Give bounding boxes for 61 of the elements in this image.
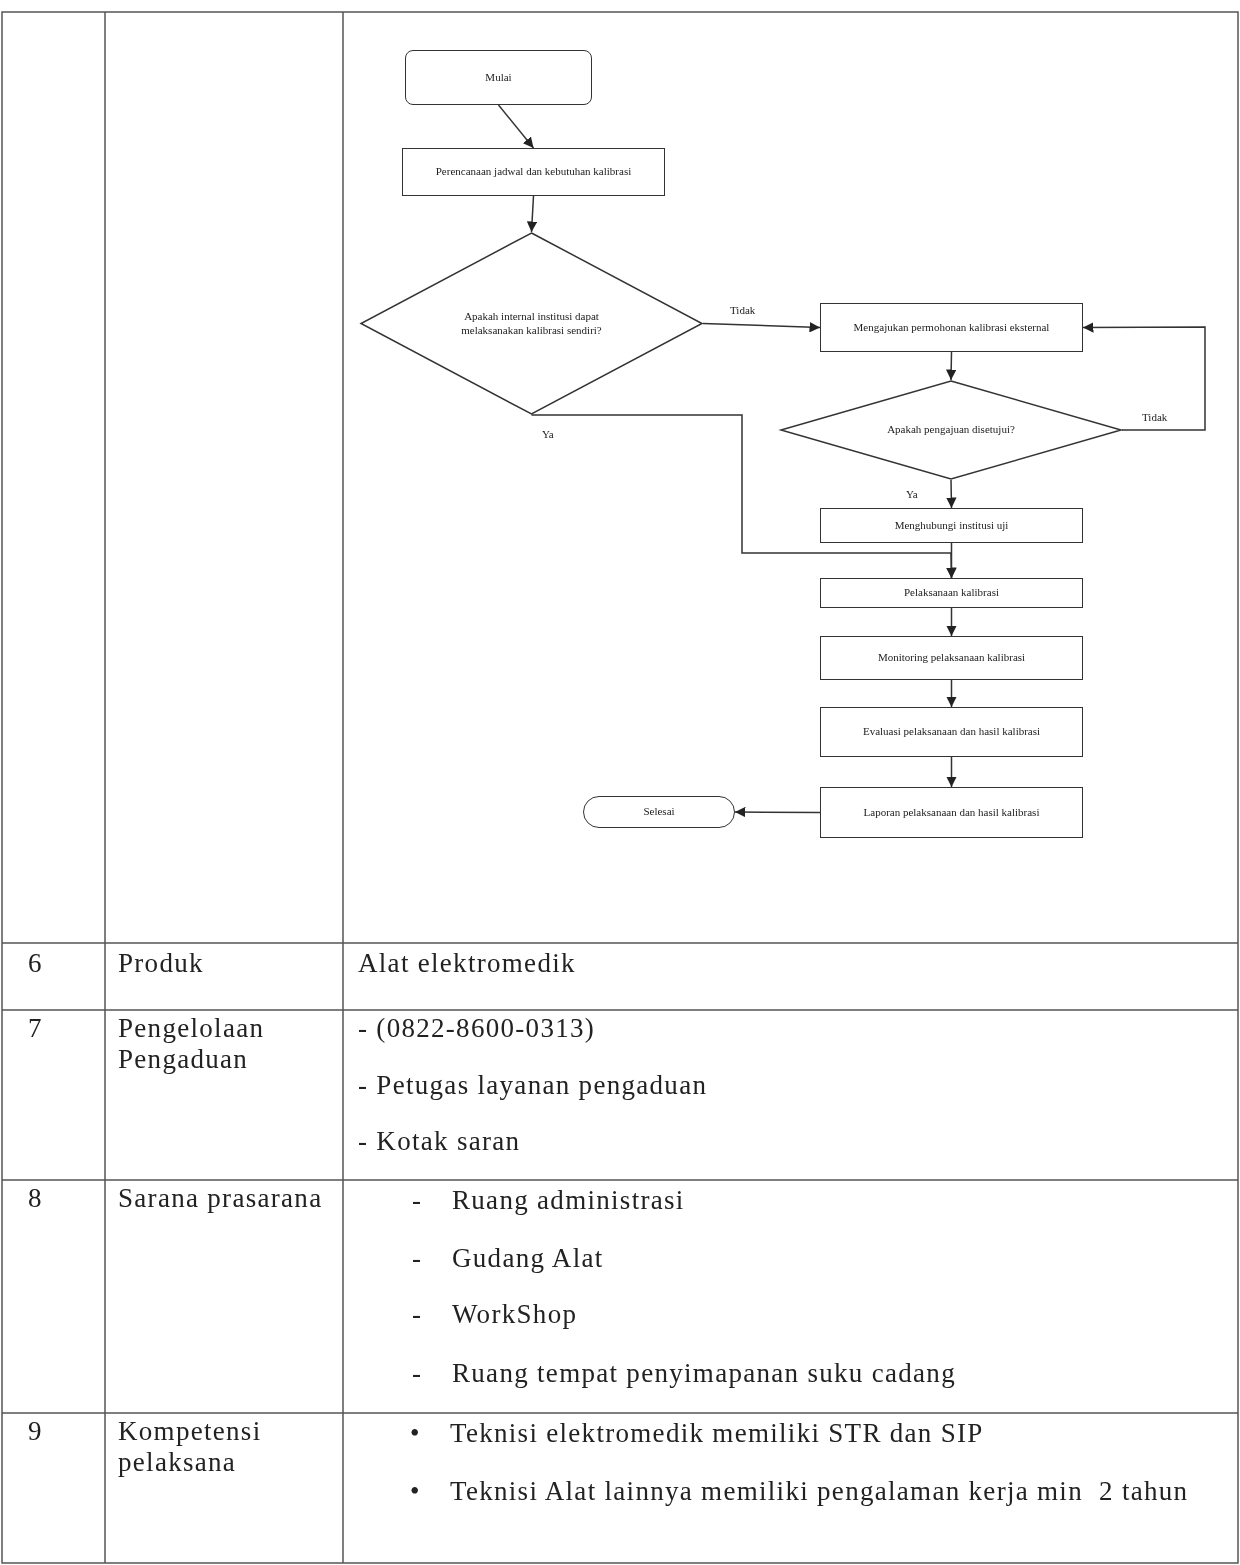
arrow: [946, 542, 957, 579]
list-bullet: •: [410, 1476, 421, 1508]
row-number: 6: [28, 948, 43, 980]
terminator-box: [583, 796, 735, 828]
list-item: - Kotak saran: [358, 1126, 521, 1158]
row-heading: Produk: [118, 948, 204, 980]
list-item: Gudang Alat: [452, 1243, 604, 1275]
row-number: 7: [28, 1013, 43, 1045]
arrow: [702, 321, 821, 333]
list-dash: -: [412, 1358, 423, 1390]
row-number: 8: [28, 1183, 43, 1215]
list-dash: -: [412, 1299, 423, 1331]
row-number: 9: [28, 1416, 43, 1448]
arrow: [1082, 322, 1206, 431]
list-bullet: •: [410, 1418, 421, 1450]
decision-diamond: [780, 380, 1122, 480]
arrow: [946, 479, 957, 509]
list-item: WorkShop: [452, 1299, 578, 1331]
step-text: Evaluasi pelaksanaan dan hasil kalibrasi: [861, 725, 1042, 739]
arrow: [946, 756, 957, 788]
list-dash: -: [412, 1185, 423, 1217]
start-box: [405, 50, 592, 105]
list-item: - (0822-8600-0313): [358, 1013, 596, 1045]
row-heading: Sarana prasarana: [118, 1183, 324, 1215]
arrow: [526, 195, 538, 233]
edge-label: Ya: [904, 488, 920, 500]
cell-text: Alat elektromedik: [358, 948, 576, 980]
edge-label: Tidak: [1140, 411, 1170, 423]
process-box: [820, 787, 1083, 838]
list-item: Teknisi elektromedik memiliki STR dan SIP: [450, 1418, 984, 1450]
step-text: Monitoring pelaksanaan kalibrasi: [876, 651, 1027, 665]
row-heading: Kompetensi pelaksana: [118, 1416, 263, 1479]
list-item: Ruang tempat penyimapanan suku cadang: [452, 1358, 956, 1390]
step-text: Apakah pengajuan disetujui?: [886, 423, 1016, 437]
process-box: [402, 148, 665, 196]
step-text: Mengajukan permohonan kalibrasi eksternal: [852, 320, 1051, 335]
process-box: [820, 303, 1083, 352]
step-text: Pelaksanaan kalibrasi: [903, 586, 1000, 600]
list-item: - Petugas layanan pengaduan: [358, 1070, 708, 1102]
step-text: Laporan pelaksanaan dan hasil kalibrasi: [862, 805, 1041, 820]
step-text: Mulai: [484, 70, 513, 85]
process-box: [820, 707, 1083, 757]
list-dash: -: [412, 1243, 423, 1275]
process-box: [820, 636, 1083, 680]
decision-diamond: [360, 232, 703, 415]
process-box: [820, 578, 1083, 608]
step-text: Apakah internal institusi dapat melaksanakan kalibrasi sendiri?: [460, 310, 603, 337]
arrow: [946, 679, 957, 708]
process-box: [820, 508, 1083, 543]
arrow: [946, 607, 957, 637]
arrow: [945, 351, 957, 381]
edge-label: Tidak: [728, 304, 758, 316]
arrow: [734, 806, 821, 818]
step-text: Perencanaan jadwal dan kebutuhan kalibrasi: [434, 165, 633, 179]
step-text: Menghubungi institusi uji: [893, 518, 1010, 533]
edge-label: Ya: [540, 428, 556, 440]
row-heading: Pengelolaan Pengaduan: [118, 1013, 266, 1076]
list-item: Ruang administrasi: [452, 1185, 685, 1217]
step-text: Selesai: [642, 805, 676, 819]
list-item: Teknisi Alat lainnya memiliki pengalaman kerja min 2 tahun: [450, 1476, 1190, 1508]
arrow: [497, 104, 535, 149]
